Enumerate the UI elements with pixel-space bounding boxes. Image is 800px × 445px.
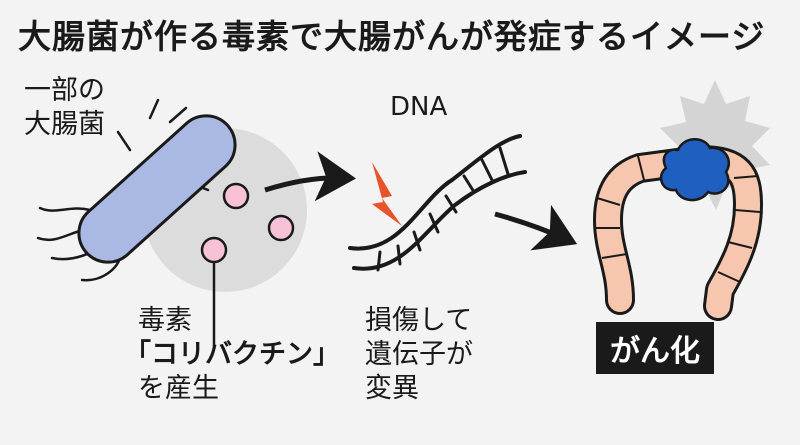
dna-label: DNA bbox=[390, 92, 448, 122]
tumor-icon bbox=[659, 138, 731, 202]
lightning-icon bbox=[372, 162, 402, 226]
result-badge: がん化 bbox=[596, 322, 714, 374]
arrow-to-colon bbox=[494, 204, 578, 251]
dna-helix-icon bbox=[348, 134, 527, 272]
damage-label: 損傷して 遺伝子が 変異 bbox=[365, 304, 473, 406]
toxin-label-line2: 「コリバクチン」 bbox=[124, 339, 340, 370]
toxin-label-line1: 毒素 bbox=[138, 305, 192, 336]
bacteria-label-line1: 一部の bbox=[24, 75, 105, 106]
toxin-particles bbox=[200, 182, 295, 264]
bacteria-label: 一部の 大腸菌 bbox=[24, 74, 105, 142]
damage-label-line2: 遺伝子が bbox=[365, 339, 473, 370]
diagram-title: 大腸菌が作る毒素で大腸がんが発症するイメージ bbox=[18, 17, 766, 56]
bacteria-label-line2: 大腸菌 bbox=[24, 109, 105, 140]
damage-label-line3: 変異 bbox=[365, 373, 419, 404]
damage-label-line1: 損傷して bbox=[365, 305, 473, 336]
toxin-particle bbox=[222, 182, 250, 210]
toxin-label: 毒素 「コリバクチン」 を産生 bbox=[124, 304, 340, 406]
toxin-label-line3: を産生 bbox=[138, 373, 219, 404]
bacterium bbox=[77, 114, 237, 264]
toxin-particle bbox=[200, 236, 228, 264]
toxin-particle bbox=[267, 214, 295, 242]
arrow-to-dna bbox=[264, 151, 356, 202]
